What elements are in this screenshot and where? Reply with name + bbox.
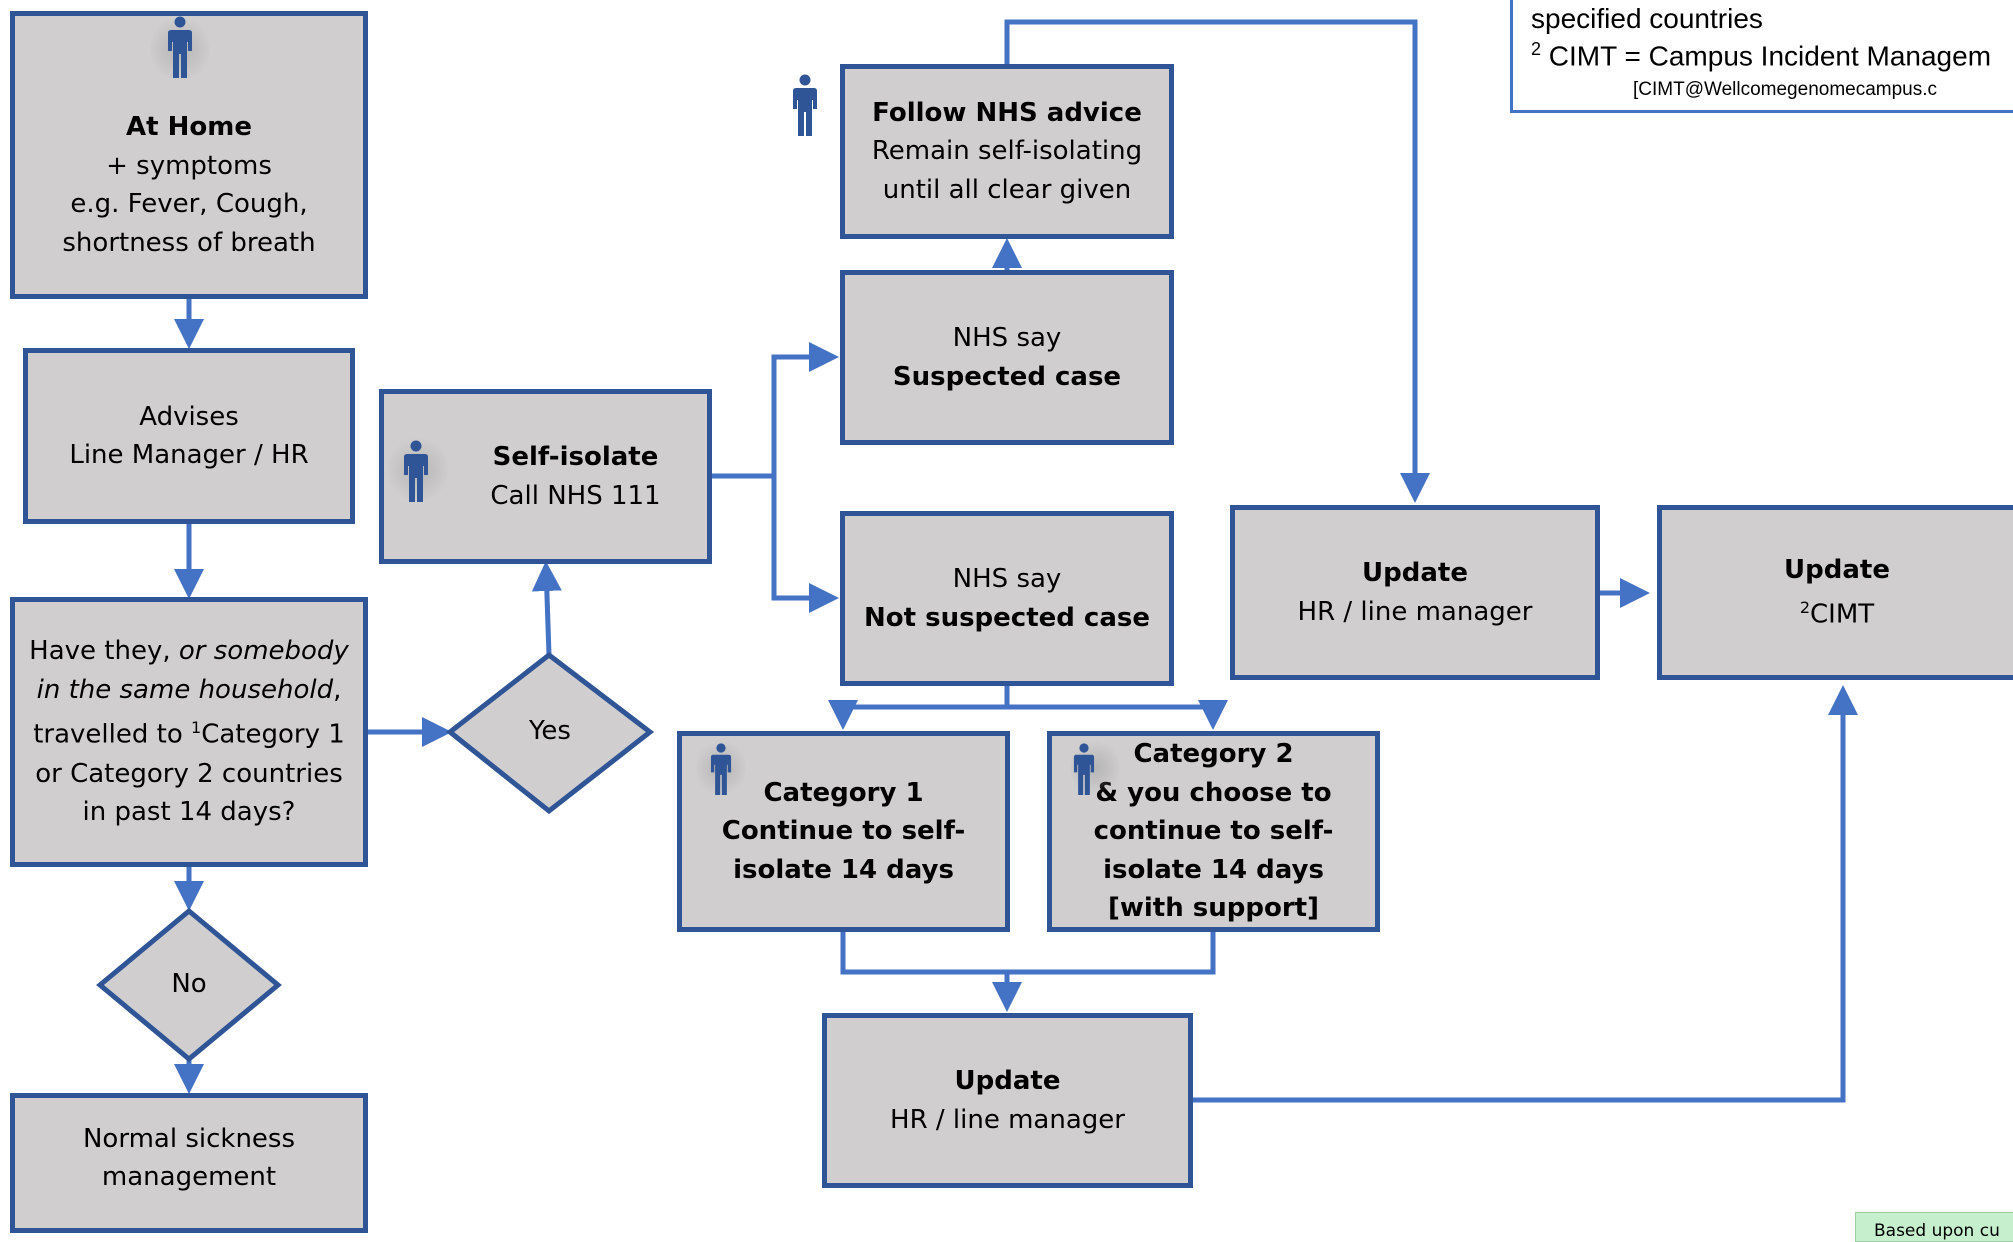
person-icon — [710, 743, 732, 795]
suspected-line1: NHS say — [952, 323, 1062, 353]
self-isolate-line1: Call NHS 111 — [490, 480, 661, 511]
flowchart: Yes No At Home + symptoms e.g. Fever, Co… — [10, 0, 2013, 1242]
update-hr-box: Update HR / line manager — [1230, 505, 1600, 680]
update-cimt-line1: 2CIMT — [1799, 598, 1875, 630]
arrow-not-suspected-to-cat2 — [1007, 700, 1228, 730]
connectors — [96, 19, 1858, 1103]
decision-yes-label: Yes — [529, 716, 571, 746]
not-suspected-title: Not suspected case — [863, 602, 1150, 633]
suspected-box: NHS say Suspected case — [840, 270, 1174, 445]
cat2-line5: [with support] — [1107, 893, 1319, 924]
arrow-update-bottom-to-cimt — [1191, 685, 1858, 1103]
decision-yes — [445, 651, 655, 815]
cat2-line4: isolate 14 days — [1103, 854, 1324, 885]
self-isolate-title: Self-isolate — [492, 442, 659, 472]
travelled-line5: in past 14 days? — [82, 797, 296, 828]
legend-line2: 2 CIMT = Campus Incident Managem — [1531, 39, 1992, 72]
travelled-line3: travelled to 1Category 1 — [33, 718, 345, 751]
normal-sickness-box: Normal sickness management — [10, 1093, 368, 1233]
update-cimt-title: Update — [1784, 554, 1890, 585]
cat2-line1: Category 2 — [1133, 739, 1294, 770]
suspected-title: Suspected case — [892, 361, 1122, 392]
arrow-not-suspected-to-cat1 — [828, 684, 1010, 730]
arrow-follow-to-update-hr — [1004, 19, 1430, 503]
update-bottom-title: Update — [954, 1066, 1061, 1096]
legend-line3: [CIMT@Wellcomegenomecampus.c — [1633, 79, 1938, 100]
at-home-title: At Home — [126, 112, 252, 142]
at-home-line2: e.g. Fever, Cough, — [70, 189, 308, 219]
follow-nhs-line1: Remain self-isolating — [871, 136, 1143, 167]
cat2-line2: & you choose to — [1095, 777, 1332, 808]
footnote-legend: specified countries 2 CIMT = Campus Inci… — [1510, 0, 2013, 113]
follow-nhs-line2: until all clear given — [882, 174, 1132, 205]
not-suspected-line1: NHS say — [952, 564, 1062, 594]
decision-no-label: No — [171, 969, 207, 999]
arrow-yes-to-self-isolate — [531, 561, 562, 656]
travelled-box: Have they, or somebody in the same house… — [10, 597, 368, 867]
advises-line2: Line Manager / HR — [69, 440, 309, 470]
at-home-line3: shortness of breath — [62, 227, 316, 258]
update-bottom-line1: HR / line manager — [890, 1104, 1125, 1135]
person-icon — [404, 440, 428, 502]
update-bottom-box: Update HR / line manager — [822, 1013, 1193, 1188]
arrow-cat-to-update-bottom — [840, 930, 1216, 975]
travelled-line2: in the same household, — [36, 674, 342, 705]
cat1-line1: Category 1 — [763, 777, 924, 808]
person-icon — [793, 74, 817, 136]
at-home-line1: + symptoms — [106, 150, 272, 181]
person-icon — [168, 16, 192, 78]
update-hr-title: Update — [1362, 558, 1468, 588]
update-hr-line1: HR / line manager — [1297, 596, 1533, 627]
follow-nhs-box: Follow NHS advice Remain self-isolating … — [840, 64, 1174, 239]
advises-line1: Advises — [139, 401, 239, 432]
person-icon — [1073, 743, 1095, 795]
arrow-self-isolate-to-not-suspected — [771, 476, 839, 613]
advises-box: Advises Line Manager / HR — [23, 348, 355, 524]
normal-line1: Normal sickness — [82, 1123, 296, 1154]
arrow-self-isolate-to-suspected — [710, 342, 839, 479]
travelled-line1: Have they, or somebody — [29, 636, 349, 667]
follow-nhs-title: Follow NHS advice — [872, 97, 1142, 128]
not-suspected-box: NHS say Not suspected case — [840, 511, 1174, 686]
cat1-line2: Continue to self- — [721, 816, 966, 847]
decision-no — [96, 907, 282, 1063]
normal-line2: management — [101, 1162, 277, 1192]
cat1-line3: isolate 14 days — [733, 854, 954, 885]
travelled-line4: or Category 2 countries — [35, 758, 343, 789]
cat2-line3: continue to self- — [1093, 816, 1334, 847]
update-cimt-box: Update 2CIMT — [1657, 505, 2013, 680]
legend-line1: specified countries — [1531, 3, 1763, 34]
